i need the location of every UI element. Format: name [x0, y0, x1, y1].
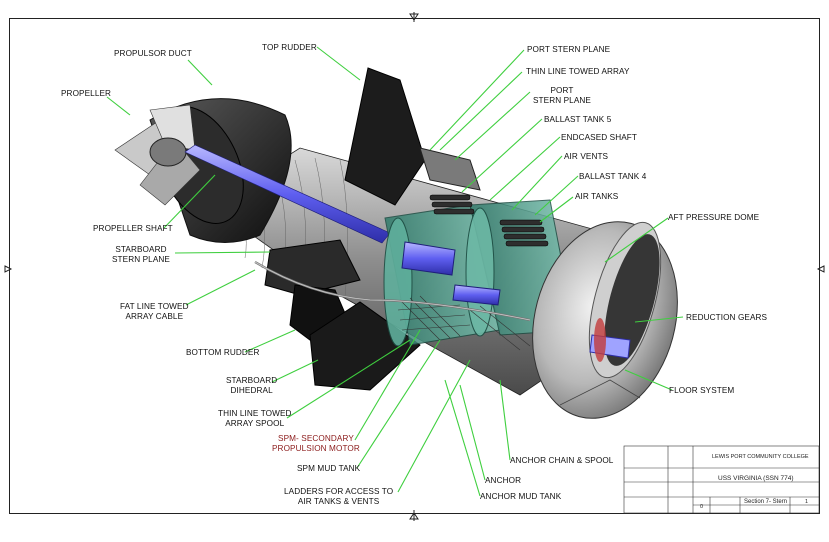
label-spm-mud-tank: SPM MUD TANK: [297, 464, 361, 473]
label-thin-line-towed-array-spool: THIN LINE TOWED ARRAY SPOOL: [218, 409, 292, 428]
starboard-stern-plane-shape: [264, 239, 361, 296]
label-propeller-shaft: PROPELLER SHAFT: [93, 224, 173, 233]
label-line: PORT: [550, 86, 574, 95]
label-starboard-dihedral: STARBOARD DIHEDRAL: [226, 376, 277, 395]
title-block-sheet-name: Section 7- Stern: [744, 499, 788, 505]
label-ladders: LADDERS FOR ACCESS TO AIR TANKS & VENTS: [284, 487, 393, 506]
title-block-sheet-no: 0: [700, 504, 704, 510]
label-line: STERN PLANE: [533, 95, 591, 105]
title-block: [623, 445, 820, 514]
spm-motor-shape: [401, 241, 456, 276]
label-floor-system: FLOOR SYSTEM: [669, 386, 735, 395]
top-rudder-shape: [344, 67, 426, 206]
label-starboard-stern-plane: STARBOARD STERN PLANE: [112, 245, 170, 264]
title-block-rev: 1: [805, 499, 809, 505]
label-line: DIHEDRAL: [230, 385, 273, 395]
leader-lines: [106, 46, 684, 497]
title-block-school: LEWIS PORT COMMUNITY COLLEGE: [712, 454, 809, 460]
label-port-stern-plane: PORT STERN PLANE: [527, 45, 611, 54]
aft-pressure-dome-shape: [532, 221, 678, 419]
air-tanks-shape: [429, 194, 549, 247]
floor-system-shape: [559, 379, 641, 406]
label-line: PROPULSION MOTOR: [272, 443, 360, 453]
label-fat-line-towed-array-cable: FAT LINE TOWED ARRAY CABLE: [120, 302, 189, 321]
label-port-stern-plane-2: PORT STERN PLANE: [533, 86, 591, 105]
label-spm-secondary-propulsion-motor: SPM- SECONDARY PROPULSION MOTOR: [272, 434, 360, 453]
label-line: ARRAY SPOOL: [225, 418, 285, 428]
reduction-shaft-shape: [452, 284, 501, 306]
label-propulsor-duct: PROPULSOR DUCT: [114, 49, 192, 58]
label-line: AIR TANKS & VENTS: [297, 496, 380, 506]
starboard-dihedral-shape: [309, 301, 421, 391]
label-thin-line-towed-array: THIN LINE TOWED ARRAY: [526, 67, 630, 76]
center-mark-left: [4, 265, 13, 273]
label-endcased-shaft: ENDCASED SHAFT: [561, 133, 638, 142]
label-line: STERN PLANE: [112, 254, 170, 264]
propeller-shape: [114, 104, 201, 206]
label-anchor-mud-tank: ANCHOR MUD TANK: [480, 492, 562, 501]
label-top-rudder: TOP RUDDER: [262, 43, 317, 52]
port-stern-plane-shape: [419, 147, 481, 191]
label-anchor: ANCHOR: [485, 476, 522, 485]
label-line: THIN LINE TOWED: [218, 409, 292, 418]
label-anchor-chain-spool: ANCHOR CHAIN & SPOOL: [510, 456, 614, 465]
label-aft-pressure-dome: AFT PRESSURE DOME: [668, 213, 760, 222]
label-line: STARBOARD: [226, 376, 278, 385]
label-air-tanks: AIR TANKS: [575, 192, 619, 201]
label-bottom-rudder: BOTTOM RUDDER: [186, 348, 260, 357]
label-line: ARRAY CABLE: [125, 311, 184, 321]
label-reduction-gears: REDUCTION GEARS: [686, 313, 768, 322]
label-line: FAT LINE TOWED: [120, 302, 189, 311]
label-propeller: PROPELLER: [61, 89, 112, 98]
label-line: STARBOARD: [115, 245, 167, 254]
label-line: LADDERS FOR ACCESS TO: [284, 487, 394, 496]
label-ballast-tank-4: BALLAST TANK 4: [579, 172, 647, 181]
title-block-title: USS VIRGINIA (SSN 774): [718, 475, 794, 482]
center-mark-right: [816, 265, 825, 273]
label-ballast-tank-5: BALLAST TANK 5: [544, 115, 612, 124]
label-line: SPM- SECONDARY: [278, 434, 354, 443]
label-air-vents: AIR VENTS: [564, 152, 609, 161]
